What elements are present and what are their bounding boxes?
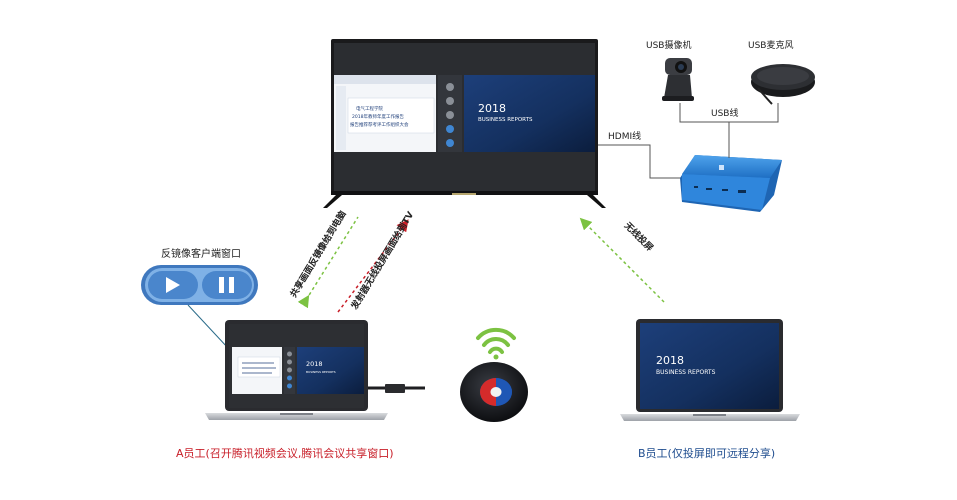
mirror-controls xyxy=(141,265,258,305)
wireless-transmitter xyxy=(460,362,528,422)
pause-icon xyxy=(219,277,234,293)
employee-a-caption: A员工(召开腾讯视频会议,腾讯会议共享窗口) xyxy=(176,446,394,460)
employee-b-caption: B员工(仅投屏即可远程分享) xyxy=(638,446,775,460)
hdmi-cable xyxy=(598,144,682,179)
tv-doc-line2: 2018年教师年度工作报告 xyxy=(352,113,404,120)
laptop-b-base xyxy=(620,414,800,421)
share-mirror-label: 共享画面反镜像给到电脑 xyxy=(287,208,348,299)
transmit-cast-label: 发射器无线投屏画面给到TV xyxy=(348,209,417,312)
laptop-a-report-subtitle: BUSINESS REPORTS xyxy=(306,370,336,374)
mirror-window-label: 反镜像客户端窗口 xyxy=(161,247,241,260)
usb-camera-label: USB摄像机 xyxy=(646,39,691,51)
mirror-pointer-line xyxy=(187,304,229,349)
pause-button[interactable] xyxy=(202,271,252,299)
tv-report-panel xyxy=(464,75,595,152)
wifi-icon xyxy=(476,327,516,360)
laptop-b: 2018 BUSINESS REPORTS xyxy=(620,319,800,421)
tv-report-year: 2018 xyxy=(478,102,506,115)
laptop-a-base xyxy=(205,413,388,420)
hdmi-label: HDMI线 xyxy=(608,130,641,142)
usb-speaker-label: USB麦克风 xyxy=(748,39,793,51)
play-button[interactable] xyxy=(148,271,198,299)
usb-camera xyxy=(662,58,694,101)
arrow-cast-to-tv xyxy=(337,219,409,313)
laptop-a: 2018 BUSINESS REPORTS xyxy=(205,320,388,420)
meeting-box xyxy=(680,155,782,212)
arrow-wireless-cast xyxy=(579,217,665,303)
tv: 电气工程学院 2018年教师年度工作报告 报告推荐荐考评工作组织大会 2018 … xyxy=(323,39,606,208)
wireless-cast-label: 无线投屏 xyxy=(621,219,656,254)
arrow-mirror-to-pc xyxy=(297,216,359,309)
tv-report-subtitle: BUSINESS REPORTS xyxy=(478,117,533,123)
laptop-a-report-panel xyxy=(297,347,364,394)
tv-leg-left xyxy=(323,195,342,208)
tv-leg-right xyxy=(587,195,606,208)
usb-speaker xyxy=(751,64,815,105)
tv-doc-line1: 电气工程学院 xyxy=(356,105,383,112)
tv-doc-line3: 报告推荐荐考评工作组织大会 xyxy=(350,121,409,128)
laptop-a-report-year: 2018 xyxy=(306,360,323,368)
laptop-b-report-year: 2018 xyxy=(656,354,684,367)
play-icon xyxy=(166,277,180,293)
laptop-b-report-subtitle: BUSINESS REPORTS xyxy=(656,369,716,376)
usb-cable-label: USB线 xyxy=(711,107,738,119)
laptop-b-screen xyxy=(640,323,779,409)
